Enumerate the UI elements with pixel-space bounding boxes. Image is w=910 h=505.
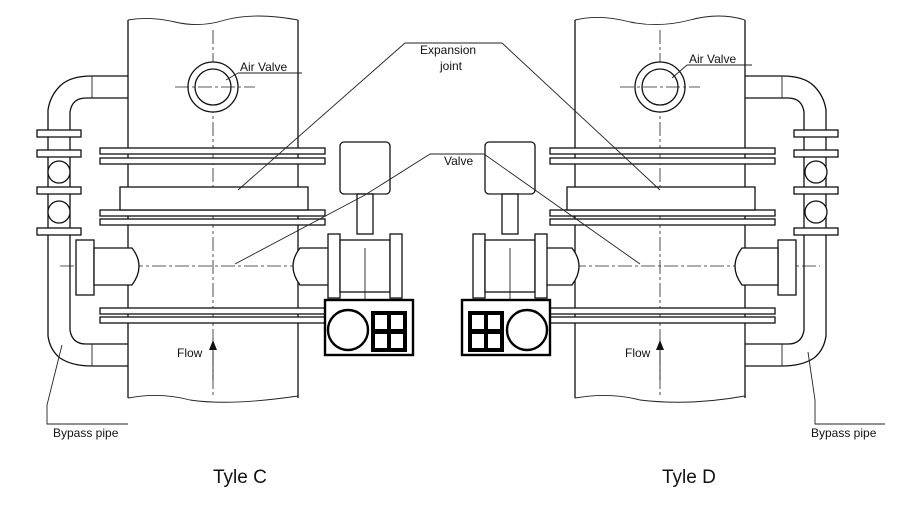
- valve-stub-right: [544, 247, 580, 286]
- flow-arrow-right: [656, 340, 664, 380]
- flow-arrow-left: [209, 340, 217, 380]
- actuator-left: [323, 298, 415, 357]
- valve-right: [472, 141, 548, 300]
- valve-left: [327, 141, 403, 300]
- bypass-pipe-left: [36, 75, 128, 367]
- air-valve-left: [175, 61, 255, 113]
- assembly-tyle-d: [460, 15, 839, 403]
- actuator-right: [460, 298, 552, 357]
- flange-bands-left: [99, 147, 326, 324]
- flow-label-left: Flow: [177, 346, 203, 360]
- expansion-joint-left: [119, 186, 309, 211]
- air-valve-right: [620, 61, 700, 113]
- flow-label-right: Flow: [625, 346, 651, 360]
- air-valve-label-left: Air Valve: [240, 60, 287, 74]
- bypass-pipe-right: [745, 75, 839, 367]
- bypass-pipe-label-right: Bypass pipe: [811, 426, 877, 440]
- expansion-joint-label: Expansion: [420, 43, 476, 57]
- side-stub-right: [734, 239, 797, 296]
- assembly-tyle-c: [36, 15, 415, 403]
- valve-label: Valve: [444, 154, 473, 168]
- flange-bands-right: [549, 147, 776, 324]
- caption-tyle-d: Tyle D: [662, 467, 716, 488]
- air-valve-label-right: Air Valve: [689, 52, 736, 66]
- side-stub-left: [75, 239, 140, 296]
- caption-tyle-c: Tyle C: [213, 467, 267, 488]
- expansion-joint-right: [566, 186, 756, 211]
- expansion-joint-label-line2: joint: [439, 59, 463, 73]
- bypass-pipe-label-left: Bypass pipe: [53, 426, 119, 440]
- leader-lines: [46, 42, 885, 425]
- valve-stub-left: [292, 247, 331, 286]
